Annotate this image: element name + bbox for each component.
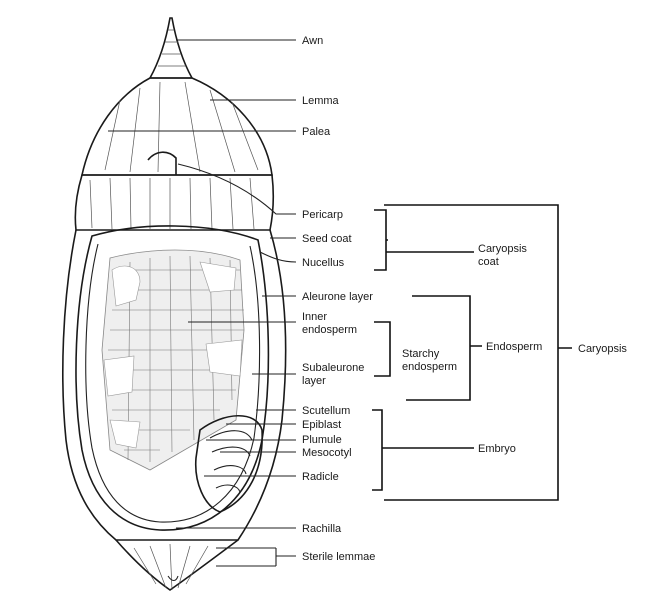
grain-illustration	[63, 18, 286, 590]
label-sterile-lemmae: Sterile lemmae	[302, 551, 375, 563]
label-nucellus: Nucellus	[302, 257, 345, 269]
label-plumule: Plumule	[302, 434, 342, 446]
label-epiblast: Epiblast	[302, 419, 341, 431]
labels: Awn Lemma Palea Pericarp Seed coat Nucel…	[302, 35, 627, 563]
starchy-endosperm-bracket	[374, 322, 390, 376]
label-palea: Palea	[302, 126, 331, 138]
label-caryopsis-coat-line1: Caryopsis	[478, 243, 527, 255]
endosperm-cells	[102, 250, 244, 470]
label-subaleurone-line1: Subaleurone	[302, 362, 364, 374]
label-seed-coat: Seed coat	[302, 233, 352, 245]
label-caryopsis-coat-line2: coat	[478, 256, 499, 268]
label-pericarp: Pericarp	[302, 209, 343, 221]
label-embryo: Embryo	[478, 443, 516, 455]
label-mesocotyl: Mesocotyl	[302, 447, 352, 459]
label-awn: Awn	[302, 35, 323, 47]
caryopsis-coat-bracket	[374, 210, 474, 270]
label-starchy-line1: Starchy	[402, 348, 440, 360]
label-inner-endosperm-line1: Inner	[302, 311, 327, 323]
label-scutellum: Scutellum	[302, 405, 350, 417]
label-lemma: Lemma	[302, 95, 340, 107]
label-endosperm: Endosperm	[486, 341, 542, 353]
label-aleurone-layer: Aleurone layer	[302, 291, 373, 303]
label-inner-endosperm-line2: endosperm	[302, 324, 357, 336]
awn-shape	[150, 18, 192, 78]
label-caryopsis: Caryopsis	[578, 343, 627, 355]
lemma-shape	[82, 78, 272, 175]
hull-band	[75, 175, 273, 230]
label-radicle: Radicle	[302, 471, 339, 483]
embryo-bracket	[372, 410, 474, 490]
label-starchy-line2: endosperm	[402, 361, 457, 373]
label-rachilla: Rachilla	[302, 523, 342, 535]
label-subaleurone-line2: layer	[302, 375, 326, 387]
